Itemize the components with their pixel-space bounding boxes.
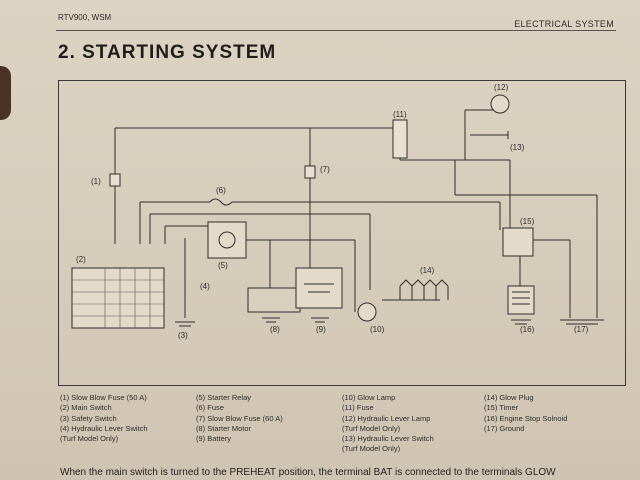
starter-relay-coil bbox=[218, 231, 236, 249]
ground-symbols bbox=[175, 317, 604, 327]
component-legend: (1) Slow Blow Fuse (50 A) (2) Main Switc… bbox=[60, 393, 620, 453]
wires bbox=[114, 109, 598, 318]
glow-lamp-symbol bbox=[357, 302, 377, 322]
fuse-11-symbol bbox=[392, 119, 408, 159]
legend-item: (Turf Model Only) bbox=[342, 444, 401, 454]
legend-item: (15) Timer bbox=[484, 403, 519, 413]
callout-17: (17) bbox=[574, 325, 589, 334]
legend-item: (Turf Model Only) bbox=[60, 434, 119, 444]
callout-11: (11) bbox=[393, 110, 407, 119]
glow-plug-symbol bbox=[399, 286, 449, 300]
wire-timer-feed bbox=[454, 160, 545, 196]
page-title: 2. STARTING SYSTEM bbox=[58, 42, 277, 63]
main-switch-grid bbox=[72, 268, 164, 328]
section-title: ELECTRICAL SYSTEM bbox=[514, 19, 614, 29]
ground-17 bbox=[560, 319, 604, 325]
legend-item: (5) Starter Relay bbox=[196, 393, 252, 402]
callout-labels: (1) (2) (3) (4) (5) (6) (7) (8) (9) (10)… bbox=[76, 83, 589, 340]
legend-item: (2) Main Switch bbox=[60, 403, 112, 413]
body-paragraph: When the main switch is turned to the PR… bbox=[60, 467, 556, 478]
callout-4: (4) bbox=[200, 282, 210, 291]
document-id: RTV900, WSM bbox=[58, 13, 112, 22]
legend-column-3: (10) Glow Lamp (11) Fuse (12) Hydraulic … bbox=[342, 393, 434, 455]
legend-item: (16) Engine Stop Solnoid bbox=[484, 413, 568, 423]
callout-14: (14) bbox=[420, 266, 435, 275]
fuse-6-symbol bbox=[209, 198, 233, 206]
wire-glow-feed bbox=[150, 213, 371, 290]
legend-item: (Turf Model Only) bbox=[342, 423, 401, 433]
legend-item: (9) Battery bbox=[196, 434, 232, 444]
ground-8 bbox=[262, 317, 280, 323]
wire-top-bus bbox=[115, 127, 510, 161]
callout-10: (10) bbox=[370, 325, 385, 334]
callout-15: (15) bbox=[520, 217, 535, 226]
legend-item: (7) Slow Blow Fuse (60 A) bbox=[196, 413, 283, 423]
header-rule bbox=[56, 30, 616, 31]
callout-12: (12) bbox=[494, 83, 509, 92]
wire-fuse6-line bbox=[140, 201, 501, 230]
fuse-7-symbol bbox=[304, 165, 316, 179]
legend-column-4: (14) Glow Plug (15) Timer (16) Engine St… bbox=[484, 393, 567, 434]
battery-cells bbox=[304, 283, 334, 293]
solenoid-coil bbox=[512, 291, 530, 305]
ground-16 bbox=[511, 319, 531, 325]
engine-stop-solenoid-symbol bbox=[507, 285, 535, 315]
fuse-1-symbol bbox=[109, 173, 121, 187]
starter-motor-symbol bbox=[247, 287, 301, 313]
legend-column-1: (1) Slow Blow Fuse (50 A) (2) Main Switc… bbox=[60, 393, 148, 444]
ground-3 bbox=[175, 321, 195, 327]
legend-item: (4) Hydraulic Lever Switch bbox=[60, 423, 148, 433]
timer-symbol bbox=[502, 227, 534, 257]
legend-item: (14) Glow Plug bbox=[484, 393, 534, 402]
wire-ground-run bbox=[530, 239, 571, 318]
callout-6: (6) bbox=[216, 186, 226, 195]
battery-symbol bbox=[295, 267, 343, 309]
legend-item: (10) Glow Lamp bbox=[342, 393, 396, 402]
callout-8: (8) bbox=[270, 325, 280, 334]
hydraulic-lever-switch-symbol bbox=[500, 131, 509, 139]
legend-column-2: (5) Starter Relay (6) Fuse (7) Slow Blow… bbox=[196, 393, 283, 444]
callout-7: (7) bbox=[320, 165, 330, 174]
callout-3: (3) bbox=[178, 331, 188, 340]
legend-item: (6) Fuse bbox=[196, 403, 224, 413]
main-switch-symbol bbox=[71, 267, 165, 329]
glow-plug-zigzag bbox=[399, 279, 449, 287]
wire-relay-out bbox=[245, 239, 356, 312]
legend-item: (13) Hydraulic Lever Switch bbox=[342, 434, 434, 444]
hydraulic-lever-lamp-symbol bbox=[490, 94, 510, 114]
legend-item: (8) Starter Motor bbox=[196, 423, 252, 433]
legend-item: (11) Fuse bbox=[342, 403, 374, 413]
legend-item: (17) Ground bbox=[484, 423, 525, 433]
ground-9 bbox=[311, 317, 329, 323]
callout-5: (5) bbox=[218, 261, 228, 270]
callout-2: (2) bbox=[76, 255, 86, 264]
legend-item: (1) Slow Blow Fuse (50 A) bbox=[60, 393, 147, 402]
binder-hole bbox=[0, 66, 11, 120]
callout-9: (9) bbox=[316, 325, 326, 334]
legend-item: (3) Safety Switch bbox=[60, 413, 117, 423]
callout-16: (16) bbox=[520, 325, 535, 334]
callout-1: (1) bbox=[91, 177, 101, 186]
wiring-diagram-frame bbox=[58, 80, 626, 386]
legend-item: (12) Hydraulic Lever Lamp bbox=[342, 413, 431, 423]
starter-relay-symbol bbox=[207, 221, 247, 259]
callout-13: (13) bbox=[510, 143, 525, 152]
